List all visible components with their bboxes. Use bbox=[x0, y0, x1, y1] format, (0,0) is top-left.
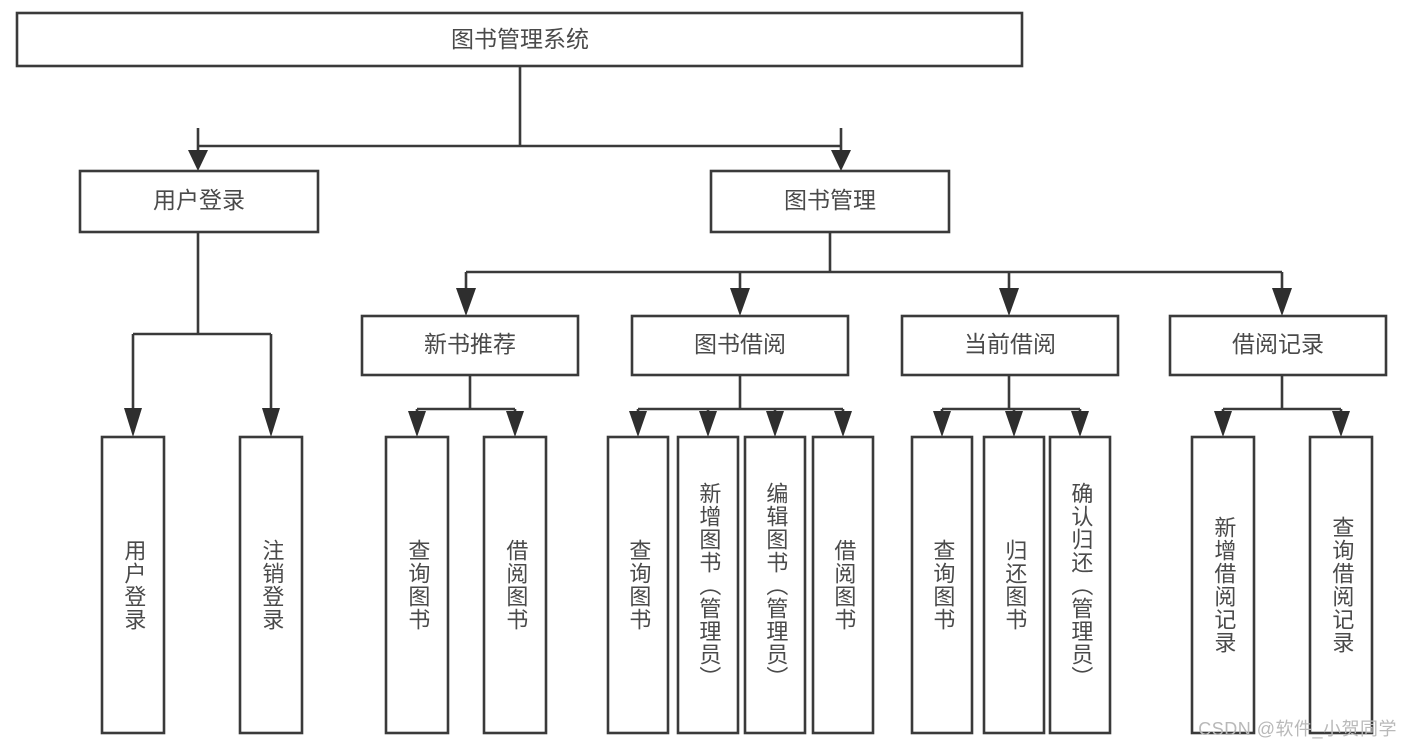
leaf-box-confirm-return-admin[interactable] bbox=[1048, 435, 1112, 735]
leaf-box-query-book-borrow[interactable] bbox=[606, 435, 670, 735]
arrow-head-leaf-edit-book-admin bbox=[766, 411, 784, 437]
current-borrow-label: 当前借阅 bbox=[964, 331, 1056, 357]
node-borrow-record[interactable] bbox=[1168, 314, 1388, 377]
arrow-head-current-borrow bbox=[999, 288, 1019, 316]
arrow-head-leaf-add-borrow-record bbox=[1214, 411, 1232, 437]
leaf-box-borrow-book-rec[interactable] bbox=[482, 435, 548, 735]
borrow-record-box[interactable] bbox=[1168, 314, 1388, 377]
arrow-head-leaf-return-book bbox=[1005, 411, 1023, 437]
leaf-box-add-book-admin[interactable] bbox=[676, 435, 740, 735]
book-manage-label: 图书管理 bbox=[784, 187, 876, 213]
arrow-head-book-manage bbox=[831, 150, 851, 171]
root-box[interactable] bbox=[15, 11, 1024, 68]
leaf-box-add-borrow-record[interactable] bbox=[1190, 435, 1256, 735]
leaf-box-query-book-rec[interactable] bbox=[384, 435, 450, 735]
leaf-box-user-login[interactable] bbox=[100, 435, 166, 735]
node-root[interactable] bbox=[15, 11, 1024, 68]
arrow-head-user-login bbox=[188, 150, 208, 171]
arrow-head-book-borrow bbox=[730, 288, 750, 316]
arrow-head-leaf-borrow-book-rec bbox=[506, 411, 524, 437]
leaf-box-return-book[interactable] bbox=[982, 435, 1046, 735]
arrow-head-leaf-query-book-rec bbox=[408, 411, 426, 437]
leaf-box-logout[interactable] bbox=[238, 435, 304, 735]
csdn-watermark: CSDN @软件_小贺同学 bbox=[1198, 719, 1397, 739]
leaf-box-query-borrow-record[interactable] bbox=[1308, 435, 1374, 735]
arrow-head-leaf-query-borrow-record bbox=[1332, 411, 1350, 437]
user-login-label: 用户登录 bbox=[153, 187, 245, 213]
leaf-box-query-book-current[interactable] bbox=[910, 435, 974, 735]
arrow-head-leaf-user-login bbox=[124, 408, 142, 437]
node-book-borrow[interactable] bbox=[630, 314, 850, 377]
current-borrow-box[interactable] bbox=[900, 314, 1120, 377]
borrow-record-label: 借阅记录 bbox=[1232, 331, 1324, 357]
arrow-head-borrow-record bbox=[1272, 288, 1292, 316]
new-book-recommend-box[interactable] bbox=[360, 314, 580, 377]
leaf-box-borrow-book[interactable] bbox=[811, 435, 875, 735]
arrow-head-leaf-borrow-book bbox=[834, 411, 852, 437]
node-new-book-recommend[interactable] bbox=[360, 314, 580, 377]
arrow-head-leaf-confirm-return-admin bbox=[1071, 411, 1089, 437]
arrow-head-leaf-add-book-admin bbox=[699, 411, 717, 437]
book-borrow-label: 图书借阅 bbox=[694, 331, 786, 357]
arrow-head-new-book-recommend bbox=[456, 288, 476, 316]
leaf-box-edit-book-admin[interactable] bbox=[743, 435, 807, 735]
arrow-head-leaf-query-book-current bbox=[933, 411, 951, 437]
new-book-recommend-label: 新书推荐 bbox=[424, 331, 516, 357]
root-label: 图书管理系统 bbox=[451, 26, 589, 52]
node-book-manage[interactable] bbox=[709, 169, 951, 234]
node-user-login[interactable] bbox=[78, 169, 320, 234]
node-current-borrow[interactable] bbox=[900, 314, 1120, 377]
arrow-head-leaf-logout bbox=[262, 408, 280, 437]
book-borrow-box[interactable] bbox=[630, 314, 850, 377]
book-manage-box[interactable] bbox=[709, 169, 951, 234]
arrow-head-leaf-query-book-borrow bbox=[629, 411, 647, 437]
user-login-box[interactable] bbox=[78, 169, 320, 234]
